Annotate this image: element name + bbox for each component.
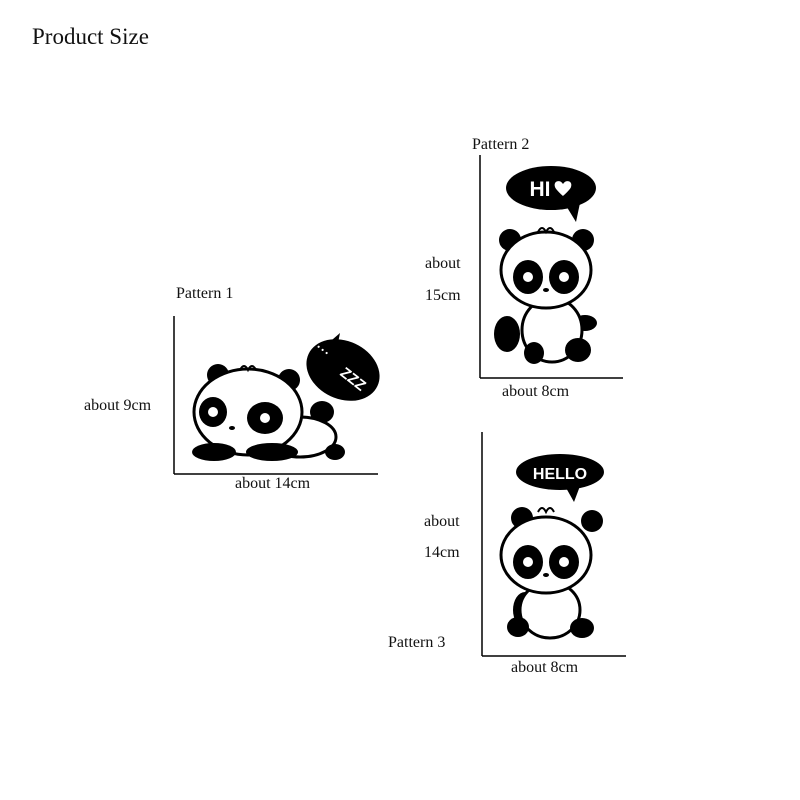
pattern-2-label: Pattern 2 <box>472 136 530 153</box>
pattern-1-panda <box>192 364 345 461</box>
page-title: Product Size <box>32 24 149 49</box>
heart-icon <box>554 181 572 196</box>
pattern-2-panda <box>494 227 597 364</box>
pattern-3-bubble-text: HELLO <box>533 466 587 483</box>
pattern-3-panda <box>499 507 603 640</box>
pattern-3-figure: HELLO <box>481 432 626 657</box>
pattern-1-height-label: about 9cm <box>84 397 152 414</box>
pattern-2-height-label-line2: 15cm <box>425 287 461 304</box>
pattern-3-speech-bubble: HELLO <box>516 454 604 502</box>
pattern-1-figure: ZZZ • • • <box>173 316 380 475</box>
pattern-3-height-label-line2: 14cm <box>424 544 460 561</box>
pattern-3-label: Pattern 3 <box>388 634 446 651</box>
pattern-1-width-label: about 14cm <box>235 475 311 492</box>
pattern-2-height-label-line1: about <box>425 255 461 272</box>
pattern-2-width-label: about 8cm <box>502 383 570 400</box>
pattern-1-speech-bubble: ZZZ • • • <box>306 333 380 401</box>
pattern-2-figure: HI <box>479 155 623 379</box>
pattern-1-label: Pattern 1 <box>176 285 234 302</box>
pattern-2-speech-bubble: HI <box>506 166 596 222</box>
pattern-2-bubble-text: HI <box>530 178 551 201</box>
pattern-3-height-label-line1: about <box>424 513 460 530</box>
pattern-3-width-label: about 8cm <box>511 659 579 676</box>
